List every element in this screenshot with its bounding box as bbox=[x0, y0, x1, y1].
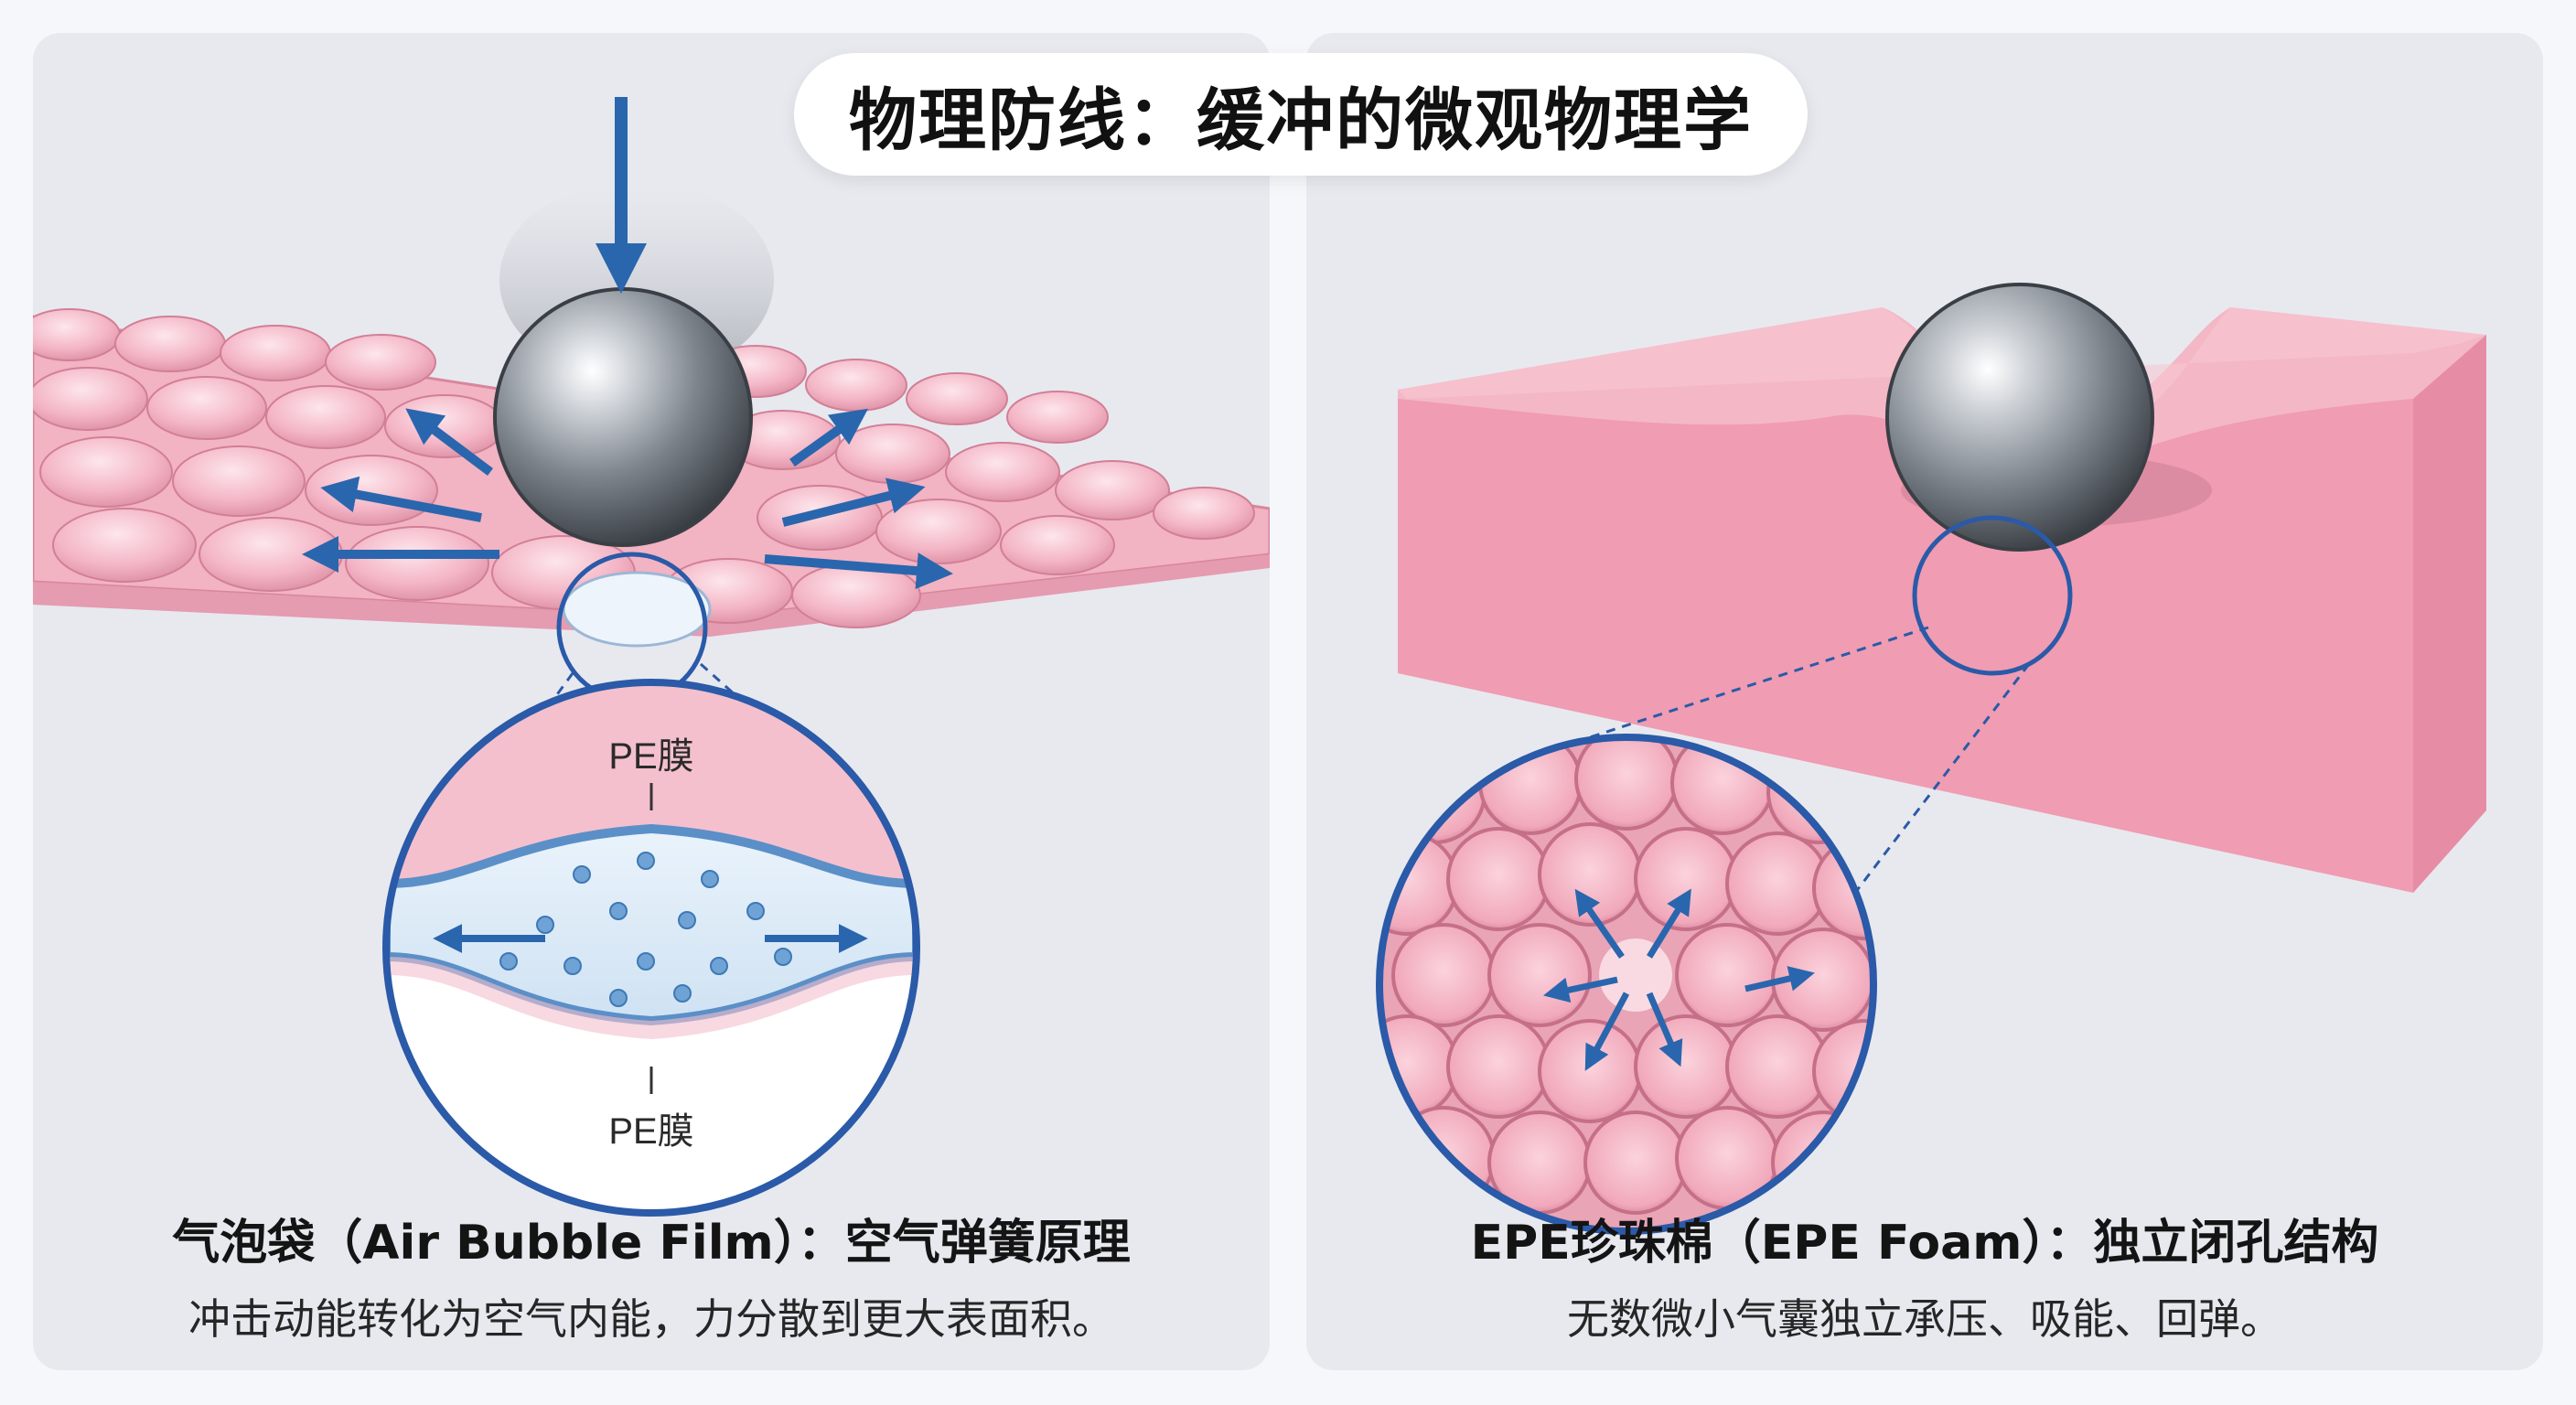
foam-side bbox=[2413, 335, 2486, 893]
compression-arrows bbox=[1543, 888, 1815, 1071]
epe-foam-illustration bbox=[1376, 283, 2486, 1235]
bubble-film-illustration bbox=[33, 97, 1270, 1217]
bubble-film-description: 冲击动能转化为空气内能，力分散到更大表面积。 bbox=[188, 1294, 1114, 1344]
epe-foam-panel: EPE珍珠棉（EPE Foam）：独立闭孔结构 无数微小气囊独立承压、吸能、回弹… bbox=[1306, 33, 2543, 1370]
top-film-label: PE膜 bbox=[608, 736, 694, 777]
bubble-film-heading: 气泡袋（Air Bubble Film）：空气弹簧原理 bbox=[172, 1216, 1131, 1271]
closed-cells bbox=[1379, 737, 1873, 1215]
steel-ball bbox=[1885, 283, 2154, 552]
epe-foam-heading: EPE珍珠棉（EPE Foam）：独立闭孔结构 bbox=[1470, 1216, 2379, 1271]
foam-front bbox=[1398, 399, 2413, 893]
closed-cell-detail bbox=[1379, 737, 1873, 1231]
zoom-detail bbox=[386, 682, 917, 1213]
steel-ball bbox=[493, 287, 753, 547]
bottom-film-label: PE膜 bbox=[608, 1111, 694, 1152]
air-molecules bbox=[499, 852, 792, 1007]
bubble-film-panel: PE膜 PE膜 气泡袋（Air Bubble Film）：空气弹簧原理 冲击动能… bbox=[33, 33, 1270, 1370]
focus-circle bbox=[1912, 515, 2073, 676]
epe-foam-description: 无数微小气囊独立承压、吸能、回弹。 bbox=[1567, 1294, 2282, 1344]
page-title: 物理防线：缓冲的微观物理学 bbox=[794, 53, 1808, 176]
force-dispersion-arrows bbox=[302, 408, 953, 590]
